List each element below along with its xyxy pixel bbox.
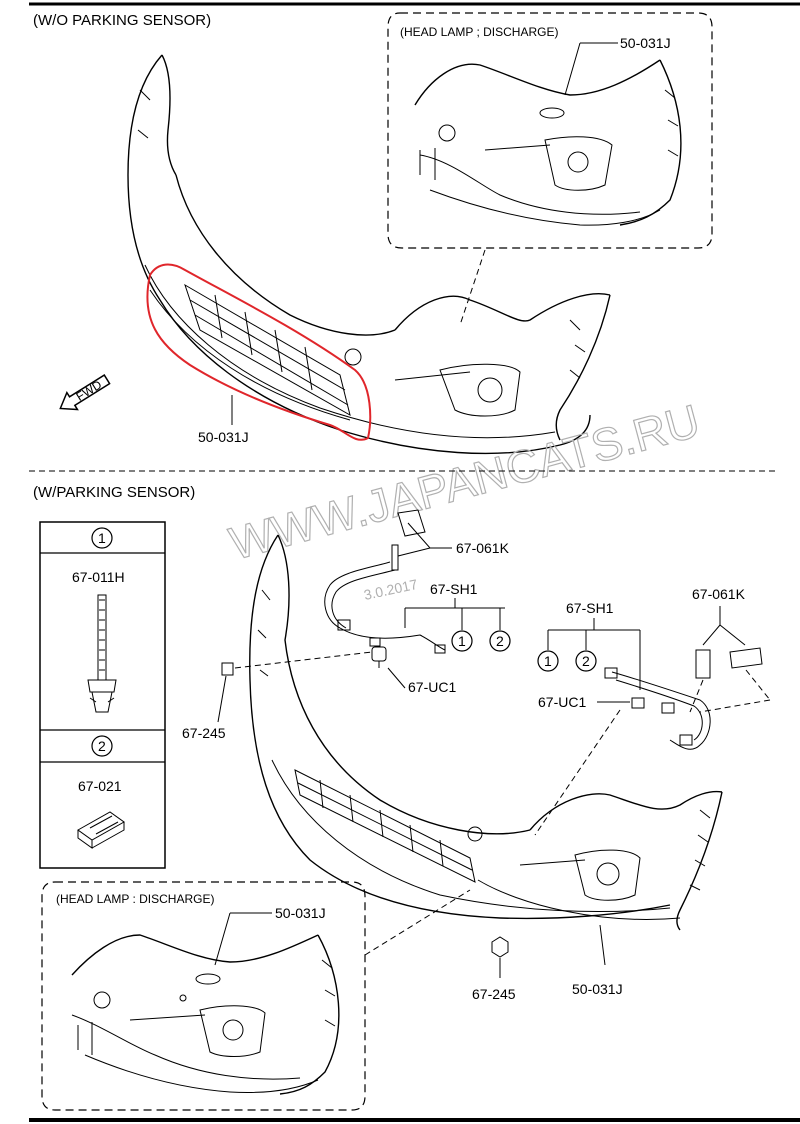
nut-left-icon (221, 662, 234, 676)
watermark-date: 3.0.2017 (362, 576, 419, 603)
section-with-sensor-title: (W/PARKING SENSOR) (33, 484, 195, 501)
circle-1-left: 1 (458, 633, 466, 649)
nut-bottom-icon (491, 936, 509, 958)
circle-2-left: 2 (496, 633, 504, 649)
bumper-without-sensor (127, 54, 611, 455)
callout-harness-left: 67-SH1 (430, 581, 478, 597)
circle-1-right: 1 (544, 653, 552, 669)
callout-harness-right: 67-SH1 (566, 600, 614, 616)
inset-bottom-link (364, 889, 471, 956)
badge-1-left (451, 630, 473, 652)
bumper-with-sensor (249, 534, 723, 931)
legend-num-1: 1 (98, 530, 106, 546)
clip-icon (77, 811, 125, 849)
badge-2-right (575, 650, 597, 672)
callout-bracket-left: 67-061K (456, 540, 510, 556)
section-without-sensor-title: (W/O PARKING SENSOR) (33, 12, 211, 29)
highlight-outline (146, 263, 372, 441)
fwd-arrow: FWD (59, 374, 111, 411)
inset-top-title: (HEAD LAMP ; DISCHARGE) (400, 25, 558, 39)
legend-part-1: 67-011H (72, 569, 125, 585)
bracket-right-icon (695, 649, 711, 679)
callout-bumper-bottom-inset: 50-031J (275, 905, 326, 921)
harness-right (604, 667, 711, 750)
callout-nut-left: 67-245 (182, 725, 226, 741)
callout-sensor-right: 67-UC1 (538, 694, 586, 710)
pad-right-icon (729, 647, 763, 669)
circle-2-right: 2 (582, 653, 590, 669)
bracket-left (391, 509, 452, 571)
callout-bumper-top: 50-031J (198, 429, 249, 445)
cable-tie-icon (87, 594, 117, 713)
inset-bottom: (HEAD LAMP : DISCHARGE) 50-031J (41, 881, 366, 1111)
legend-table: 1 67-011H 2 67-021 (39, 521, 166, 869)
lower-grille (184, 283, 351, 417)
callout-bumper-top-inset: 50-031J (620, 35, 671, 51)
callout-bracket-right: 67-061K (692, 586, 746, 602)
badge-2-left (489, 630, 511, 652)
badge-1-right (537, 650, 559, 672)
callout-bumper-bottom: 50-031J (572, 981, 623, 997)
harness-left (324, 561, 446, 668)
callout-sensor-left: 67-UC1 (408, 679, 456, 695)
callout-nut-bottom: 67-245 (472, 986, 516, 1002)
inset-top-link (459, 249, 486, 326)
inset-bottom-title: (HEAD LAMP : DISCHARGE) (56, 892, 214, 906)
legend-part-2: 67-021 (78, 778, 122, 794)
inset-top: (HEAD LAMP ; DISCHARGE) 50-031J (387, 12, 713, 249)
legend-num-2: 2 (98, 738, 106, 754)
